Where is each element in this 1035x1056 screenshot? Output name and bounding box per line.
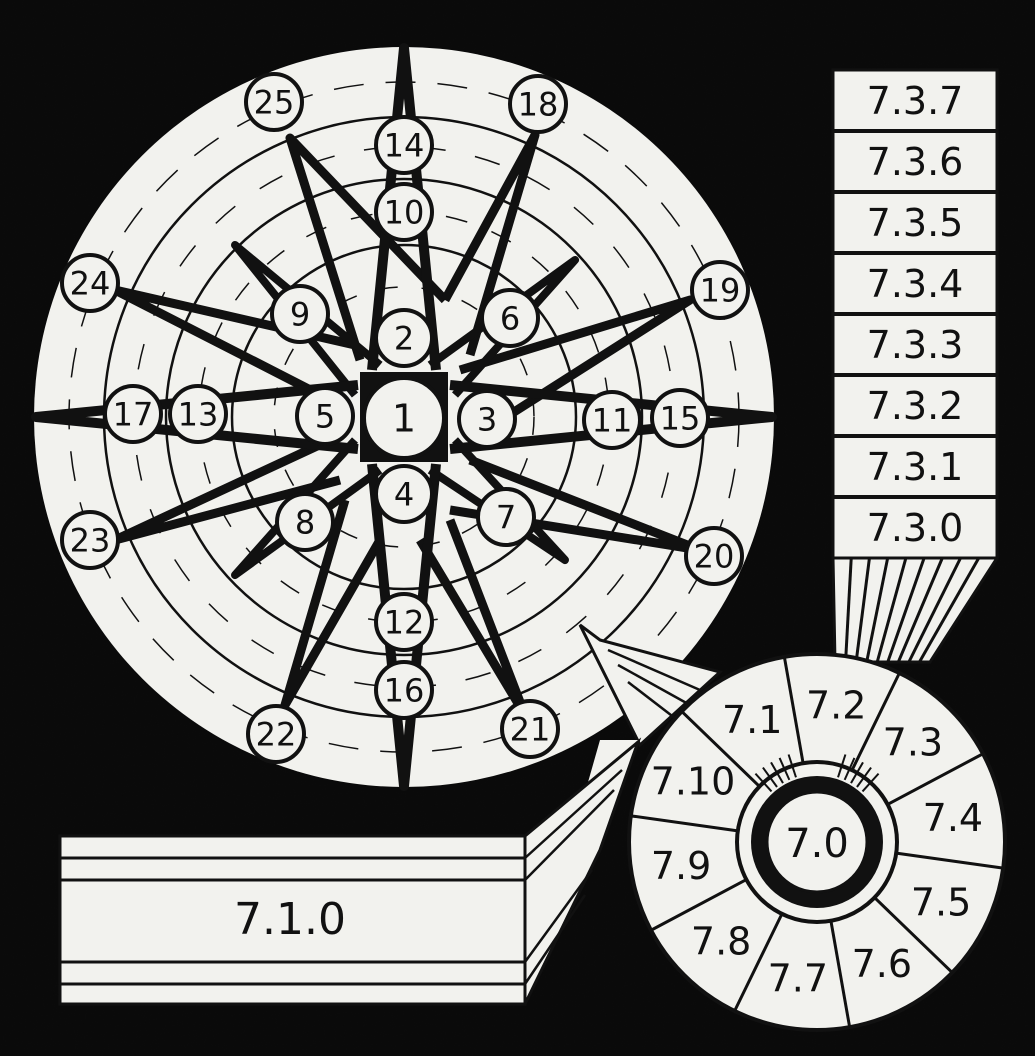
marker-5: 5 bbox=[297, 388, 353, 444]
base-bar-label: 7.1.0 bbox=[234, 894, 346, 945]
marker-9-label: 9 bbox=[290, 296, 310, 334]
marker-22-label: 22 bbox=[256, 716, 297, 754]
marker-16: 16 bbox=[376, 662, 432, 718]
small-wheel: 7.1 7.2 7.3 7.4 7.5 7.6 7.7 7.8 7.9 7.10 7.0 bbox=[629, 654, 1005, 1030]
marker-14-label: 14 bbox=[384, 127, 425, 165]
label-column: 7.3.7 7.3.6 7.3.5 7.3.4 7.3.3 7.3.2 7.3.1 7.3.0 bbox=[833, 70, 997, 558]
column-cell-label: 7.3.7 bbox=[867, 79, 964, 123]
marker-11-label: 11 bbox=[592, 402, 633, 440]
marker-3-label: 3 bbox=[477, 401, 497, 439]
column-cell-label: 7.3.2 bbox=[867, 384, 964, 428]
column-cell-label: 7.3.6 bbox=[867, 140, 964, 184]
marker-21-label: 21 bbox=[510, 711, 551, 749]
marker-8: 8 bbox=[277, 494, 333, 550]
marker-2-label: 2 bbox=[394, 320, 414, 358]
marker-20: 20 bbox=[686, 528, 742, 584]
marker-4: 4 bbox=[376, 466, 432, 522]
small-wheel-segment-label: 7.7 bbox=[768, 957, 828, 1001]
marker-18: 18 bbox=[510, 76, 566, 132]
marker-15-label: 15 bbox=[660, 400, 701, 438]
marker-8-label: 8 bbox=[295, 504, 315, 542]
small-wheel-segment-label: 7.6 bbox=[852, 942, 912, 986]
marker-23: 23 bbox=[62, 512, 118, 568]
marker-20-label: 20 bbox=[694, 538, 735, 576]
marker-4-label: 4 bbox=[394, 476, 414, 514]
marker-25-label: 25 bbox=[254, 84, 295, 122]
marker-6: 6 bbox=[482, 290, 538, 346]
small-wheel-center-label: 7.0 bbox=[785, 821, 849, 867]
marker-19-label: 19 bbox=[700, 272, 741, 310]
marker-22: 22 bbox=[248, 706, 304, 762]
marker-12-label: 12 bbox=[384, 604, 425, 642]
small-wheel-segment-label: 7.3 bbox=[883, 721, 943, 765]
small-wheel-segment-label: 7.8 bbox=[691, 919, 751, 963]
marker-25: 25 bbox=[246, 74, 302, 130]
column-cell-label: 7.3.3 bbox=[867, 323, 964, 367]
marker-10-label: 10 bbox=[384, 194, 425, 232]
marker-24-label: 24 bbox=[70, 265, 111, 303]
marker-17: 17 bbox=[105, 386, 161, 442]
marker-center-label: 1 bbox=[392, 397, 416, 441]
marker-11: 11 bbox=[584, 392, 640, 448]
marker-3: 3 bbox=[459, 391, 515, 447]
small-wheel-segment-label: 7.4 bbox=[923, 796, 983, 840]
column-cell-label: 7.3.0 bbox=[867, 506, 964, 550]
marker-23-label: 23 bbox=[70, 522, 111, 560]
marker-10: 10 bbox=[376, 184, 432, 240]
marker-12: 12 bbox=[376, 594, 432, 650]
small-wheel-segment-label: 7.10 bbox=[651, 760, 736, 804]
marker-17-label: 17 bbox=[113, 396, 154, 434]
marker-5-label: 5 bbox=[315, 398, 335, 436]
marker-7-label: 7 bbox=[496, 499, 516, 537]
marker-7: 7 bbox=[478, 489, 534, 545]
marker-13-label: 13 bbox=[178, 396, 219, 434]
marker-13: 13 bbox=[170, 386, 226, 442]
column-cell-label: 7.3.1 bbox=[867, 445, 964, 489]
marker-2: 2 bbox=[376, 310, 432, 366]
marker-18-label: 18 bbox=[518, 86, 559, 124]
marker-19: 19 bbox=[692, 262, 748, 318]
marker-14: 14 bbox=[376, 117, 432, 173]
small-wheel-segment-label: 7.9 bbox=[651, 844, 711, 888]
column-cell-label: 7.3.5 bbox=[867, 201, 964, 245]
marker-6-label: 6 bbox=[500, 300, 520, 338]
small-wheel-segment-label: 7.1 bbox=[722, 698, 782, 742]
column-cell-label: 7.3.4 bbox=[867, 262, 964, 306]
marker-9: 9 bbox=[272, 286, 328, 342]
small-wheel-segment-label: 7.2 bbox=[806, 683, 866, 727]
marker-center: 1 bbox=[364, 378, 444, 458]
marker-15: 15 bbox=[652, 390, 708, 446]
marker-16-label: 16 bbox=[384, 672, 425, 710]
small-wheel-segment-label: 7.5 bbox=[911, 880, 971, 924]
marker-24: 24 bbox=[62, 255, 118, 311]
marker-21: 21 bbox=[502, 701, 558, 757]
